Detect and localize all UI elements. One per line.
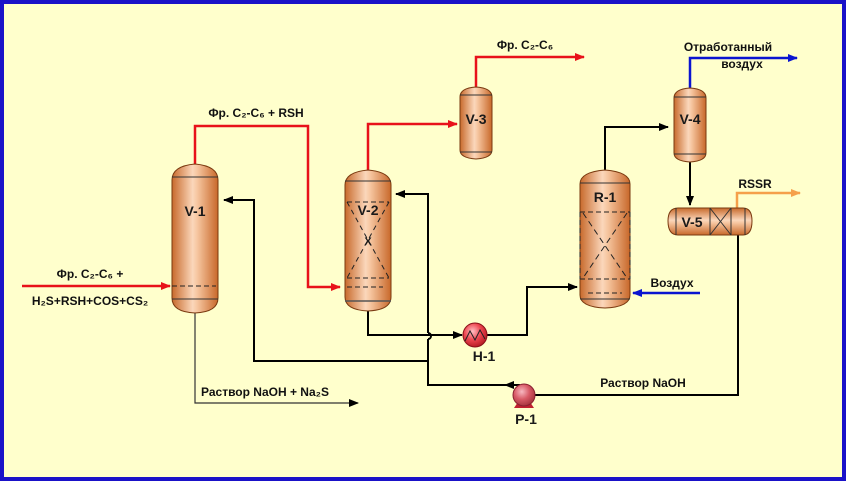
r1-to-v4-line xyxy=(604,123,669,172)
v1-label: V-1 xyxy=(184,203,205,219)
v2-label: V-2 xyxy=(357,202,378,218)
v3-label: V-3 xyxy=(465,111,486,127)
reactor-r1[interactable]: R-1 xyxy=(579,169,631,309)
rssr-line xyxy=(735,189,801,208)
rssr-label: RSSR xyxy=(738,177,772,191)
heat-exchanger-coil-icon xyxy=(464,328,486,342)
product-label: Фр. C₂-C₆ xyxy=(497,38,553,52)
r1-label: R-1 xyxy=(594,189,617,205)
v4-label: V-4 xyxy=(679,111,700,127)
caustic-to-v1-line xyxy=(223,196,428,362)
spent-air-line xyxy=(688,54,798,88)
caustic-to-v2-line xyxy=(395,190,429,333)
pump-discharge-line xyxy=(427,339,520,386)
pump-p1[interactable]: P-1 xyxy=(512,383,537,427)
feed-label-line1: Фр. C₂-C₆ + xyxy=(57,267,124,281)
h1-to-r1-line xyxy=(486,283,578,336)
vessel-v3[interactable]: V-3 xyxy=(459,86,493,160)
product-stream-line xyxy=(474,53,585,87)
v5-label: V-5 xyxy=(681,214,702,230)
spent-air-label-line2: воздух xyxy=(721,57,763,71)
spent-caustic-line xyxy=(194,310,359,407)
vessel-v5[interactable]: V-5 xyxy=(667,207,753,236)
spent-caustic-label: Раствор NaOH + Na₂S xyxy=(201,385,329,399)
heater-h1[interactable]: H-1 xyxy=(462,322,496,364)
v2-bottoms-line xyxy=(367,305,463,339)
v1-overhead-label: Фр. C₂-C₆ + RSH xyxy=(208,106,303,120)
v1-overhead-stream-line xyxy=(193,124,341,291)
caustic-recycle-line xyxy=(523,235,739,399)
vessel-v1[interactable]: V-1 xyxy=(171,163,219,314)
line-crossing-hop xyxy=(427,332,432,340)
vessel-v2[interactable]: V-2 X xyxy=(344,169,392,312)
h1-label: H-1 xyxy=(473,348,496,364)
air-in-label: Воздух xyxy=(650,276,693,290)
feed-label-line2: H₂S+RSH+COS+CS₂ xyxy=(32,294,148,308)
vessel-v4[interactable]: V-4 xyxy=(673,87,707,163)
spent-air-label-line1: Отработанный xyxy=(684,40,772,54)
v2-bed-mark: X xyxy=(364,236,372,248)
p1-label: P-1 xyxy=(515,411,537,427)
caustic-recycle-label: Раствор NaOH xyxy=(600,376,686,390)
v2-overhead-stream-line xyxy=(366,120,458,172)
